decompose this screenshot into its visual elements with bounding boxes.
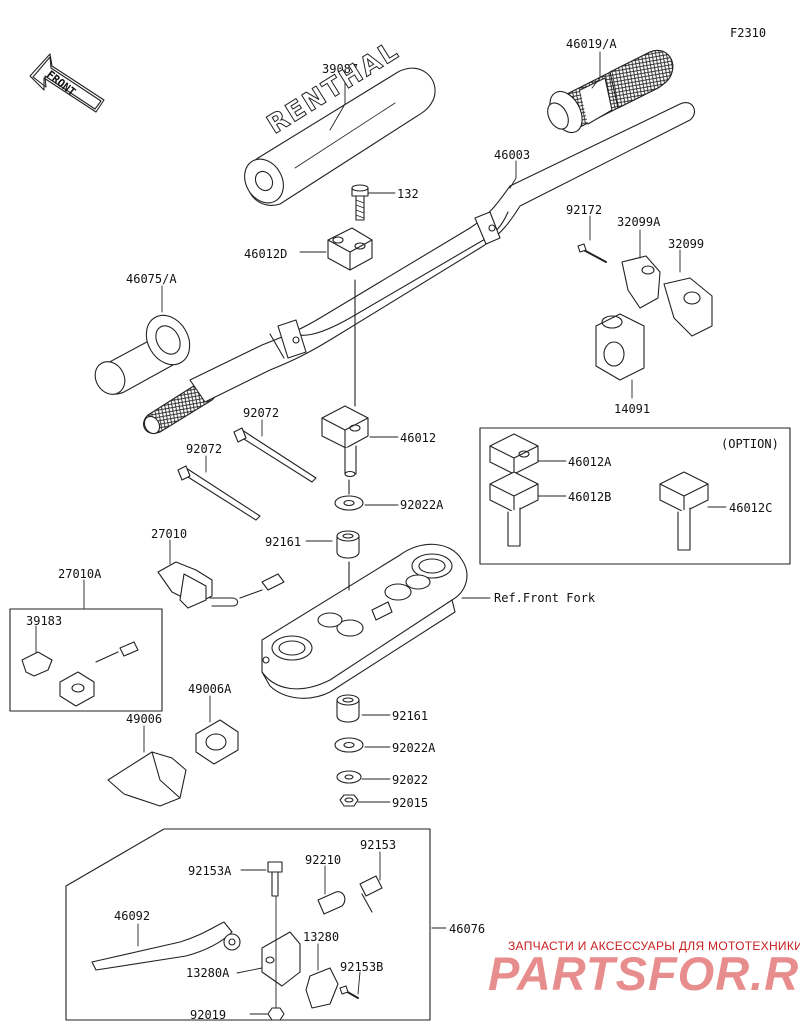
perch-13280A [261, 931, 301, 987]
switch [157, 561, 285, 609]
riser [321, 405, 369, 478]
cable-tie-2 [177, 465, 261, 521]
bolt-92153A [267, 861, 283, 897]
part-label-13280: 13280 [303, 930, 340, 944]
riser-option-c [659, 471, 709, 551]
diagram-code: F2310 [730, 26, 767, 40]
clamp-top [327, 227, 373, 271]
cable-tie-1 [233, 427, 317, 483]
part-label-46012d: 46012D [244, 247, 288, 261]
triple-clamp [261, 543, 468, 699]
washer-lower-a [334, 737, 364, 753]
bolt-92153 [359, 875, 383, 913]
bushing-upper [336, 530, 360, 559]
switch-kit-parts [21, 641, 139, 707]
part-label-92019: 92019 [190, 1008, 227, 1022]
part-label-92161-top: 92161 [265, 535, 302, 549]
throttle-49006A [195, 719, 239, 765]
part-label-46012c: 46012C [729, 501, 773, 515]
adjuster-92210 [317, 891, 346, 915]
part-label-46012b: 46012B [568, 490, 612, 504]
part-label-14091: 14091 [614, 402, 651, 416]
part-label-132: 132 [397, 187, 419, 201]
grip-left [94, 314, 217, 435]
part-label-92153a: 92153A [188, 864, 232, 878]
part-label-46012a: 46012A [568, 455, 612, 469]
part-label-92015: 92015 [392, 796, 429, 810]
part-label-92022a-top: 92022A [400, 498, 444, 512]
part-label-27010: 27010 [151, 527, 188, 541]
clamp-bolt-92172 [577, 243, 607, 263]
part-label-46019a: 46019/A [566, 37, 617, 51]
washer-lower [336, 770, 362, 784]
part-label-49006: 49006 [126, 712, 163, 726]
part-label-39087: 39087 [322, 62, 359, 76]
part-label-46003: 46003 [494, 148, 531, 162]
part-label-32099a: 32099A [617, 215, 661, 229]
part-label-92072-a: 92072 [243, 406, 280, 420]
part-label-46076: 46076 [449, 922, 486, 936]
bushing-lower [336, 694, 360, 723]
nut-92015 [339, 794, 359, 807]
bolt-92153B [339, 985, 359, 999]
watermark-tagline: ЗАПЧАСТИ И АКСЕССУАРЫ ДЛЯ МОТОТЕХНИКИ [508, 939, 800, 953]
part-label-49006a: 49006A [188, 682, 232, 696]
washer-upper [334, 495, 364, 511]
part-label-46092: 46092 [114, 909, 151, 923]
bolt-132 [351, 184, 369, 221]
part-label-92072-b: 92072 [186, 442, 223, 456]
clamp-cover-14091 [595, 313, 645, 381]
lever-box [65, 828, 431, 1021]
part-label-39183: 39183 [26, 614, 63, 628]
handlebar-pad [244, 67, 436, 206]
front-arrow-icon [29, 53, 105, 113]
part-label-92210: 92210 [305, 853, 342, 867]
clamp-32099A [621, 255, 661, 309]
handlebar [189, 102, 695, 403]
grip-right [547, 50, 674, 134]
part-label-13280a: 13280A [186, 966, 230, 980]
throttle-49006 [107, 751, 187, 807]
leader-lines [35, 51, 727, 1015]
clamp-32099 [663, 277, 713, 337]
perch-clamp-13280 [305, 967, 339, 1009]
part-label-92161-bottom: 92161 [392, 709, 429, 723]
part-label-46075a: 46075/A [126, 272, 177, 286]
watermark-logo: PARTSFOR.RU [488, 947, 800, 1000]
part-label-46012: 46012 [400, 431, 437, 445]
part-label-92172: 92172 [566, 203, 603, 217]
part-label-92022a-bottom: 92022A [392, 741, 436, 755]
ref-front-fork-label: Ref.Front Fork [494, 591, 596, 605]
part-label-92153: 92153 [360, 838, 397, 852]
part-label-32099: 32099 [668, 237, 705, 251]
riser-option-a [489, 433, 539, 475]
nut-92019 [267, 1007, 285, 1021]
lever-46092 [91, 921, 241, 971]
part-label-92022: 92022 [392, 773, 429, 787]
part-label-92153b: 92153B [340, 960, 384, 974]
riser-option-b [489, 471, 539, 547]
option-label: (OPTION) [721, 437, 779, 451]
part-label-27010a: 27010A [58, 567, 102, 581]
